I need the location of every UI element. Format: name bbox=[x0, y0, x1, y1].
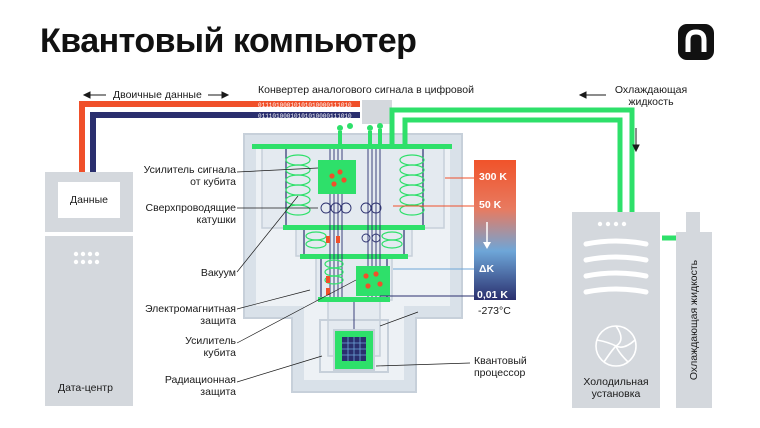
wire-text-navy: 01110100010101010000111010 bbox=[258, 113, 352, 120]
qubit-amplifier bbox=[356, 266, 390, 296]
label-converter: Конвертер аналогового сигнала в цифровой bbox=[258, 84, 474, 96]
qubit-signal-amplifier bbox=[318, 160, 356, 194]
label-data: Данные bbox=[70, 194, 108, 206]
chip-icon bbox=[333, 329, 375, 371]
temp-001k: 0,01 K bbox=[477, 289, 508, 301]
label-vacuum: Вакуум bbox=[200, 267, 236, 279]
arrow-right-icon bbox=[221, 91, 230, 99]
datacenter bbox=[45, 172, 133, 406]
arrows bbox=[82, 91, 640, 153]
label-binary-data: Двоичные данные bbox=[113, 89, 202, 101]
arrow-down-icon bbox=[483, 222, 491, 249]
cold-plates bbox=[252, 144, 452, 302]
refrigeration-unit bbox=[572, 212, 660, 408]
label-coolant-vertical: Охлаждающая жидкость bbox=[688, 259, 700, 381]
coolant-tank bbox=[676, 212, 712, 408]
temperature-lines bbox=[380, 177, 474, 297]
logo-icon bbox=[678, 24, 714, 60]
fridge-vents bbox=[583, 238, 649, 295]
temperature-scale bbox=[474, 160, 516, 300]
data-screen bbox=[58, 182, 120, 218]
datacenter-dots bbox=[73, 251, 100, 265]
temp-300k: 300 K bbox=[479, 171, 508, 183]
temp-minus-273: -273°C bbox=[478, 305, 511, 317]
leader-lines bbox=[236, 167, 471, 383]
components bbox=[326, 236, 340, 295]
temp-delta-k: ΔK bbox=[479, 263, 495, 275]
page-title: Квантовый компьютер bbox=[40, 22, 417, 60]
temp-50k: 50 K bbox=[479, 199, 502, 211]
data-cables: 01110100010101010000111010 0111010001010… bbox=[79, 101, 360, 172]
wire-text-red: 01110100010101010000111010 bbox=[258, 102, 352, 109]
arrow-left-icon bbox=[82, 91, 91, 99]
label-datacenter: Дата-центр bbox=[58, 382, 113, 394]
converter-box bbox=[362, 100, 392, 124]
top-connectors bbox=[337, 123, 383, 144]
label-coolant-top: Охлаждающая жидкость bbox=[614, 84, 688, 108]
coil-rings bbox=[320, 202, 382, 243]
coils bbox=[285, 154, 425, 285]
fan-icon bbox=[595, 325, 637, 367]
